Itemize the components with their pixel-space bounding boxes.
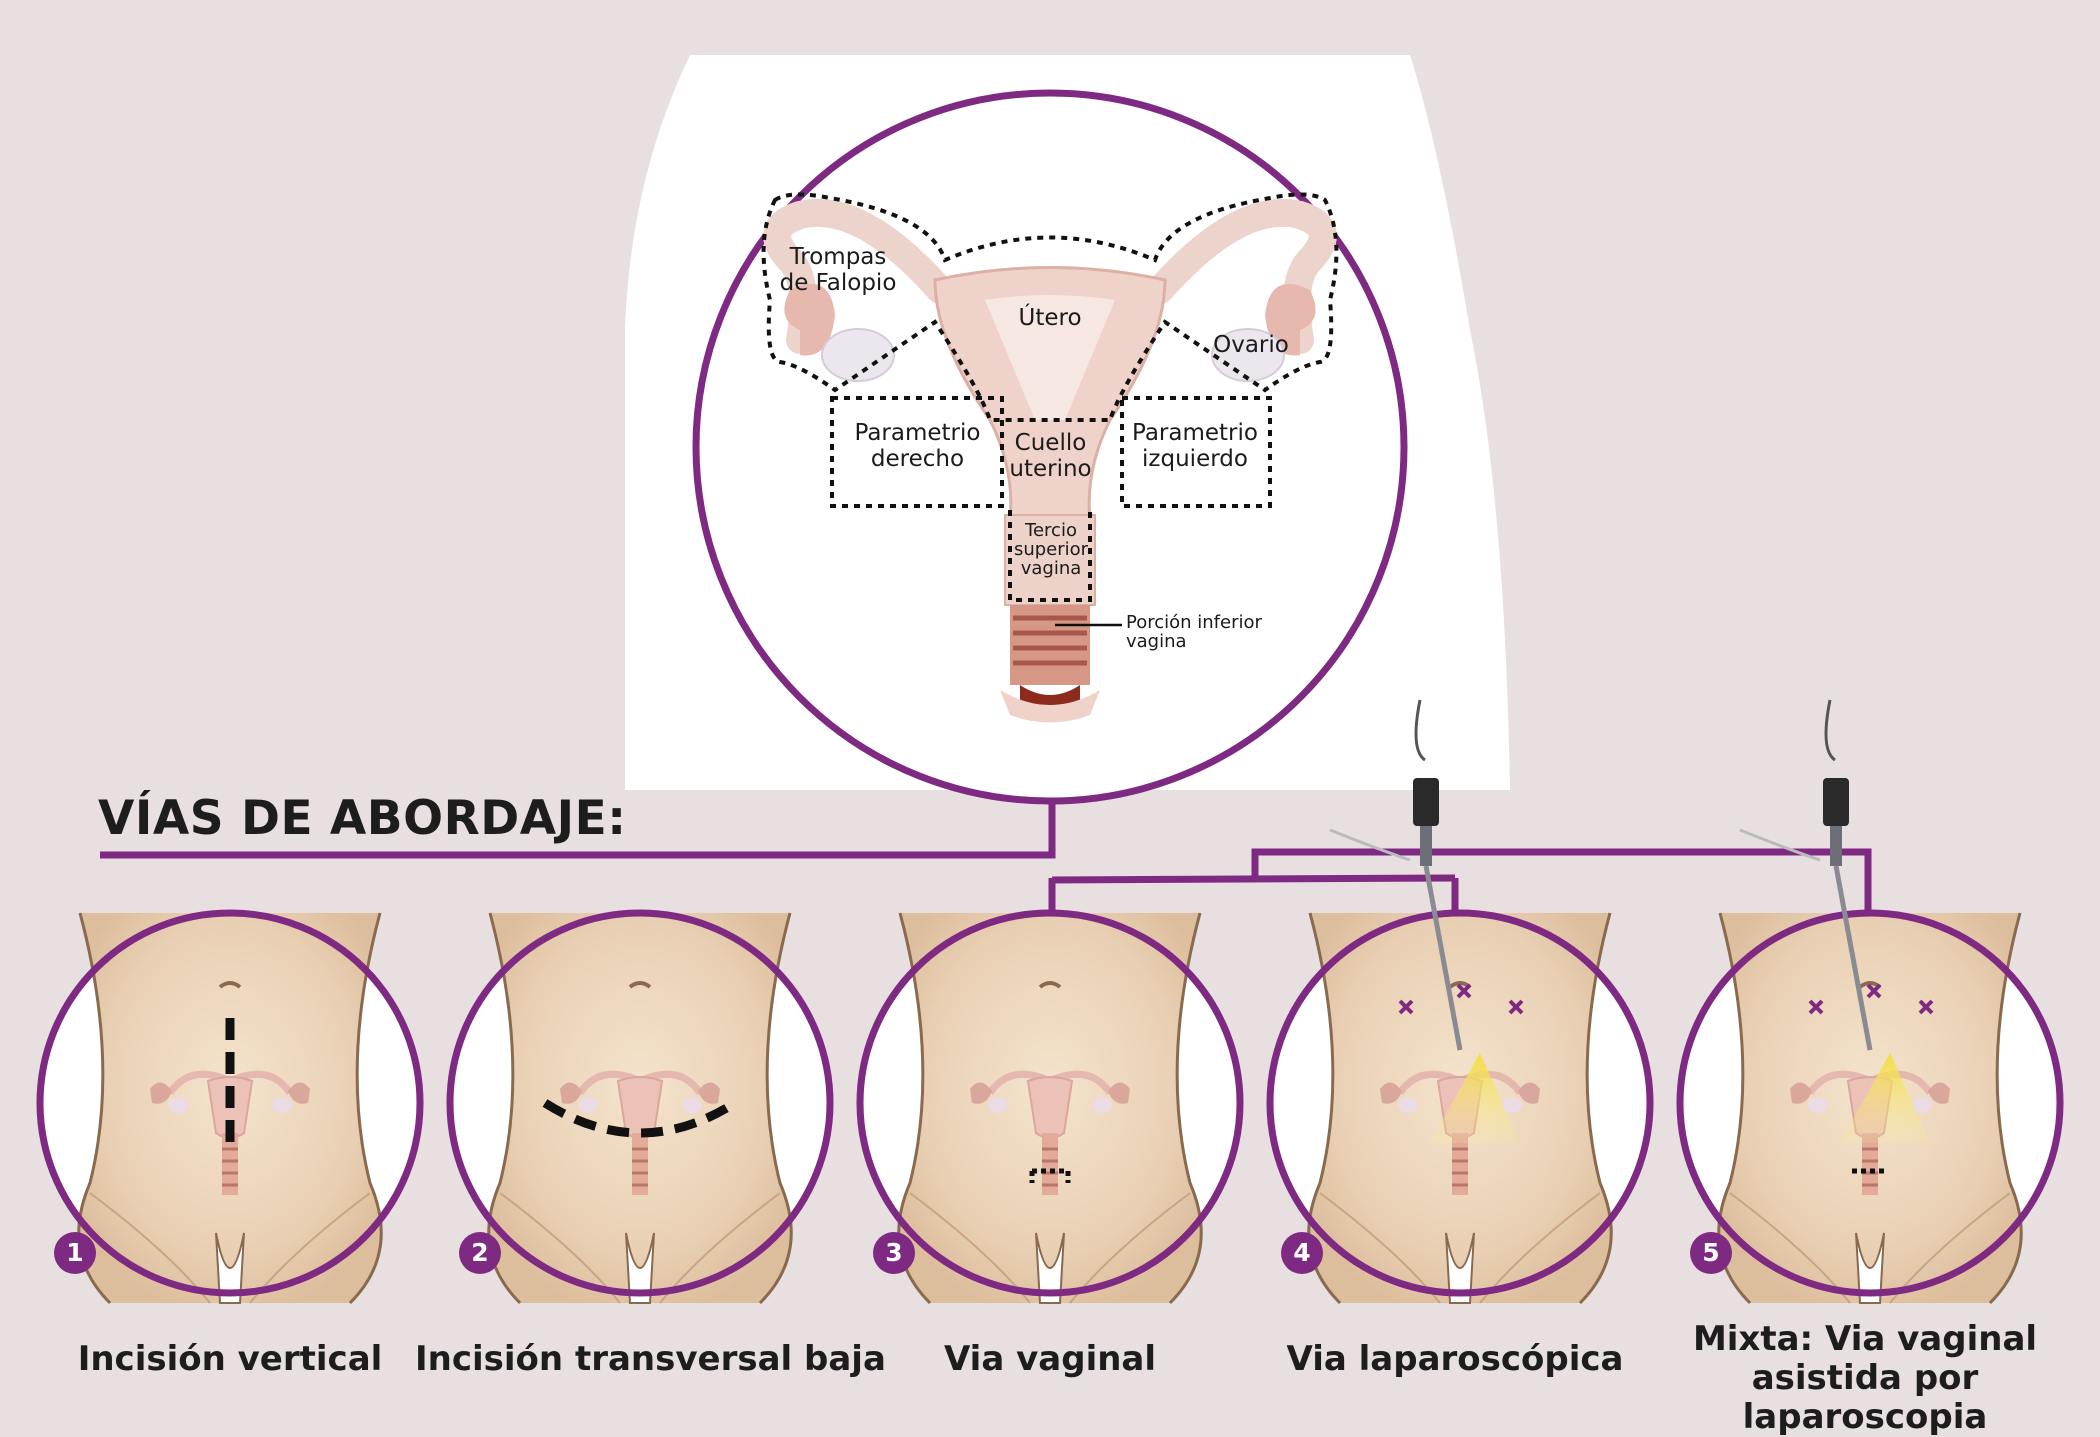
laparoscope-5 (1739, 699, 1873, 1051)
approach-number-1: 1 (54, 1232, 96, 1274)
label-porcion-inferior: Porción inferior vagina (1126, 612, 1262, 652)
label-tercio-superior: Tercio superior vagina (1013, 520, 1089, 579)
approach-caption-3: Via vaginal (943, 1339, 1157, 1379)
label-parametrio-derecho: Parametrio derecho (854, 420, 981, 473)
approach-caption-4: Via laparoscópica (1286, 1339, 1624, 1379)
approach-number-3: 3 (873, 1232, 915, 1274)
approach-caption-5: Mixta: Via vaginal asistida por laparosc… (1692, 1319, 2038, 1437)
dotted-outlines (761, 192, 1339, 602)
approach-circle-4 (1266, 909, 1654, 1303)
label-parametrio-izquierdo: Parametrio izquierdo (1132, 420, 1258, 473)
laparoscope-4 (1329, 699, 1463, 1051)
outline-parametrio-izquierdo (1120, 396, 1272, 508)
approach-number-2: 2 (459, 1232, 501, 1274)
label-trompas: Trompas de Falopio (779, 244, 897, 297)
approach-circle-5 (1676, 909, 2064, 1303)
approach-circles (36, 909, 2064, 1303)
label-utero: Útero (1018, 305, 1082, 331)
approach-circle-1 (36, 909, 424, 1303)
label-ovario: Ovario (1213, 332, 1289, 358)
connector-lines (100, 800, 1872, 920)
approach-circle-2 (446, 909, 834, 1303)
label-cuello-uterino: Cuello uterino (1009, 430, 1092, 483)
approach-number-5: 5 (1690, 1232, 1732, 1274)
approach-caption-1: Incisión vertical (77, 1339, 383, 1379)
approach-circle-3 (856, 909, 1244, 1303)
page-title: VÍAS DE ABORDAJE: (98, 791, 627, 846)
outline-parametrio-derecho (830, 396, 1004, 508)
approach-number-4: 4 (1281, 1232, 1323, 1274)
approach-caption-2: Incisión transversal baja (415, 1339, 886, 1379)
uterus-illustration (763, 198, 1337, 723)
outline-tubes-uterus (761, 192, 1339, 422)
